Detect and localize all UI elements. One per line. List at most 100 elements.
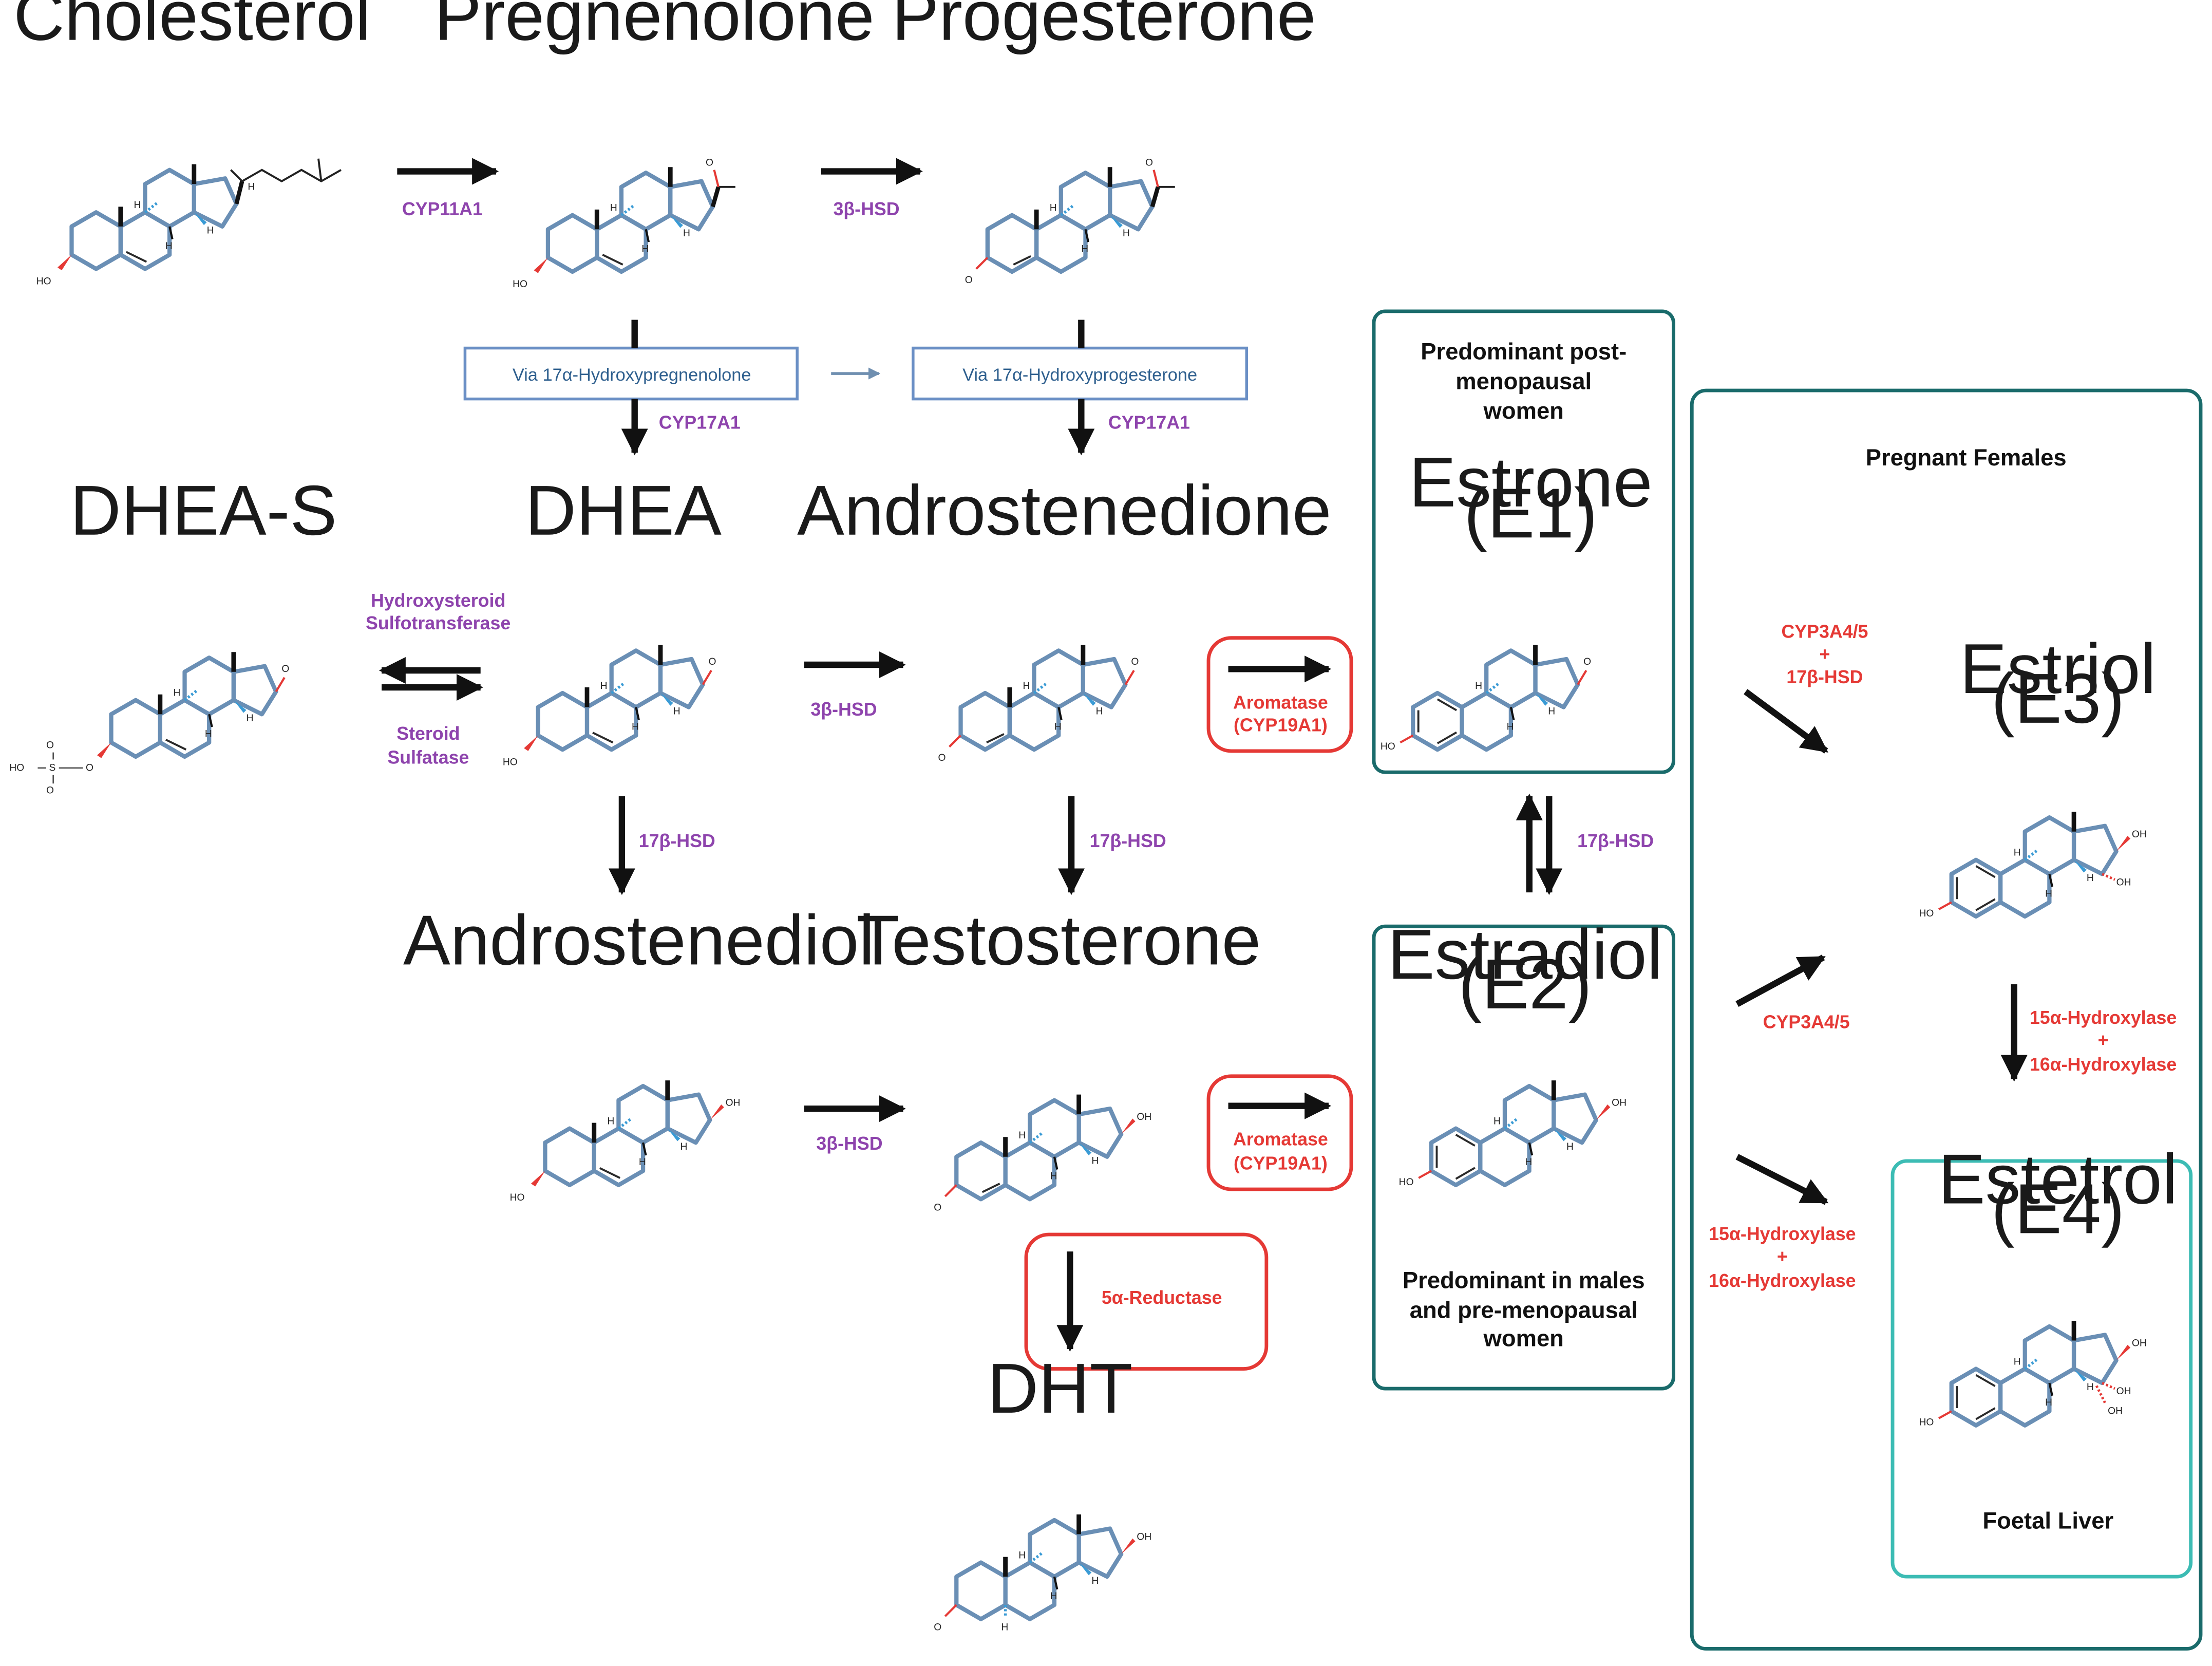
atom-h: H (165, 241, 173, 252)
enzyme-hydroxylase-1-l1: 15α-Hydroxylase (2030, 1007, 2177, 1028)
atom-o: O (938, 753, 946, 763)
atom-h: H (610, 203, 617, 214)
via-box-pregnenolone (463, 346, 799, 401)
arrow-e2-e3 (1735, 954, 1826, 1007)
label-estrone-name: Estrone (1409, 443, 1652, 522)
atom-o: O (706, 158, 713, 169)
acetyl-bond (1150, 186, 1160, 208)
enzyme-cyp11a1: CYP11A1 (402, 199, 483, 219)
atom-ho: HO (36, 276, 51, 287)
label-pregnenolone: Pregnenolone (434, 0, 875, 55)
enzyme-e3-path1-l2: + (1819, 644, 1830, 665)
enzyme-17b-hsd-testo: 17β-HSD (1090, 831, 1166, 851)
ring-c (182, 656, 236, 717)
ring-a (1949, 857, 2003, 919)
atom-h: H (680, 1141, 688, 1152)
ring-c (1032, 648, 1085, 709)
arrows (379, 158, 2028, 1352)
atom-o: O (934, 1202, 941, 1213)
ring-d (658, 657, 705, 709)
enzyme-cyp17a1-dhea: CYP17A1 (659, 412, 741, 433)
ring-a (985, 213, 1039, 274)
wedge-17-oh (1121, 1118, 1136, 1134)
ring-a (954, 1140, 1008, 1202)
enzyme-e3-path2: CYP3A4/5 (1763, 1012, 1850, 1032)
enzyme-3b-hsd-testo: 3β-HSD (816, 1133, 882, 1154)
aromatic-bond (1455, 1167, 1476, 1180)
ring-c (616, 1083, 670, 1145)
label-cholesterol: Cholesterol (13, 0, 371, 55)
enzyme-labels: CYP11A1 3β-HSD CYP17A1 CYP17A1 Hydroxyst… (366, 199, 2177, 1308)
hash-bond-h9 (620, 204, 635, 217)
ring-d (231, 664, 278, 717)
ring-d (1552, 1092, 1598, 1145)
atom-h: H (1548, 706, 1555, 717)
atom-h: H (1525, 1157, 1532, 1168)
atom-h: H (2087, 1382, 2094, 1393)
atom-oh: OH (1137, 1532, 1151, 1543)
atom-oh: OH (1612, 1098, 1627, 1109)
wedge-h14 (2074, 859, 2087, 873)
atom-h: H (1091, 1155, 1099, 1166)
double-bond (592, 732, 614, 744)
ring-d (668, 179, 715, 232)
bond-h8 (2048, 873, 2053, 887)
bond-h8 (168, 226, 174, 240)
double-bond (986, 733, 1005, 744)
enzyme-sulfotransferase-l1: Hydroxysteroid (371, 590, 505, 611)
atom-h: H (1050, 203, 1057, 214)
ring-c (1028, 1518, 1081, 1579)
double-bond (981, 1183, 1000, 1193)
hash-bond-h9 (1029, 1131, 1044, 1144)
via-pregnenolone-text: Via 17α-Hydroxypregnenolone (513, 365, 751, 385)
chemical-structures: HHHHOHHHHHOOHHHOOHHHOSHOOOOHHHHOOHHHOOHH… (9, 158, 2146, 1633)
hash-bond-h9 (1504, 1117, 1519, 1130)
aromatase-box-2 (1206, 1074, 1353, 1191)
ring-a (536, 690, 590, 752)
hash-bond-h9 (1029, 1551, 1044, 1564)
aromatic-bond (1455, 1134, 1476, 1147)
atom-h: H (607, 1116, 614, 1127)
hash-bond-h9 (2024, 1358, 2039, 1370)
atom-h: H (134, 200, 141, 211)
ring-c (1502, 1083, 1556, 1145)
enzyme-e3-path1-l3: 17β-HSD (1786, 667, 1863, 687)
postmenopausal-l3: women (1483, 398, 1564, 424)
atom-o: O (46, 740, 54, 751)
ketone-17 (1577, 669, 1587, 685)
enzyme-hydroxylase-2-l3: 16α-Hydroxylase (1709, 1270, 1856, 1291)
ketone-3 (944, 1604, 957, 1617)
atom-o: O (1145, 158, 1153, 169)
wedge-3-oh (97, 742, 111, 758)
atom-h: H (641, 244, 649, 254)
ring-d (1533, 657, 1580, 709)
atom-oh: OH (2116, 877, 2131, 888)
atom-o: O (46, 785, 54, 796)
bond-h8 (208, 714, 213, 727)
pregnant-females-title: Pregnant Females (1866, 444, 2067, 471)
atom-h: H (205, 728, 212, 739)
double-bond (125, 251, 147, 263)
compound-labels: Cholesterol Pregnenolone Progesterone DH… (13, 0, 2178, 1428)
wedge-17-oh (2116, 836, 2131, 852)
ring-d (2071, 1333, 2119, 1386)
side-chain-methyl (230, 169, 243, 182)
wedge-h14 (1079, 1143, 1092, 1155)
atom-oh: OH (2108, 1406, 2123, 1417)
aromatic-bond (1975, 898, 1996, 911)
atom-h: H (1475, 681, 1482, 691)
atom-o: O (934, 1622, 941, 1633)
atom-ho: HO (1381, 741, 1395, 752)
label-estradiol-name: Estradiol (1388, 915, 1662, 994)
atom-h: H (1050, 1171, 1057, 1182)
wedge-h14 (1554, 1128, 1567, 1141)
atom-h: H (2087, 873, 2094, 884)
side-chain-root (234, 180, 244, 204)
ring-c (1028, 1098, 1081, 1159)
wedge-h14 (1110, 215, 1123, 228)
